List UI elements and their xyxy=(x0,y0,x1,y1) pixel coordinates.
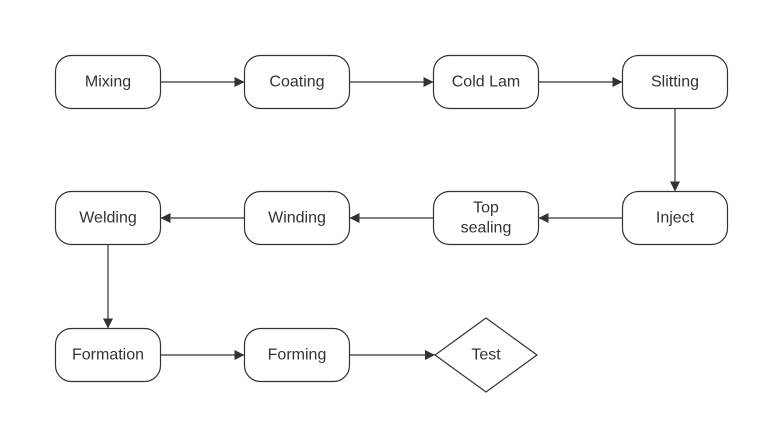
node-cold-lam-box xyxy=(432,54,540,110)
edges xyxy=(103,77,680,360)
node-slitting-box xyxy=(621,54,729,110)
node-forming: Forming xyxy=(243,327,351,383)
node-winding-box xyxy=(243,190,351,246)
node-formation: Formation xyxy=(54,327,162,383)
node-cold-lam-label: Cold Lam xyxy=(452,74,520,91)
node-test: Test xyxy=(433,317,539,393)
node-inject: Inject xyxy=(621,190,729,246)
node-formation-label: Formation xyxy=(72,347,144,364)
node-welding-label: Welding xyxy=(79,210,137,227)
node-slitting: Slitting xyxy=(621,54,729,110)
node-coating-label: Coating xyxy=(269,74,324,91)
node-coating: Coating xyxy=(243,54,351,110)
node-mixing-box xyxy=(54,54,162,110)
node-formation-box xyxy=(54,327,162,383)
node-cold-lam: Cold Lam xyxy=(432,54,540,110)
node-coating-box xyxy=(243,54,351,110)
node-welding-box xyxy=(54,190,162,246)
node-winding-label: Winding xyxy=(268,210,326,227)
node-top-sealing-box xyxy=(432,190,540,246)
node-welding: Welding xyxy=(54,190,162,246)
node-mixing-label: Mixing xyxy=(85,74,131,91)
node-test-label: Test xyxy=(471,347,501,364)
node-top-sealing-label: Top xyxy=(473,200,499,217)
node-test-diamond xyxy=(433,317,539,393)
node-winding: Winding xyxy=(243,190,351,246)
node-forming-box xyxy=(243,327,351,383)
node-top-sealing-label: sealing xyxy=(461,220,512,237)
node-mixing: Mixing xyxy=(54,54,162,110)
node-inject-label: Inject xyxy=(656,210,695,227)
node-forming-label: Forming xyxy=(268,347,327,364)
node-top-sealing: Top sealing xyxy=(432,190,540,246)
node-slitting-label: Slitting xyxy=(651,74,699,91)
node-inject-box xyxy=(621,190,729,246)
